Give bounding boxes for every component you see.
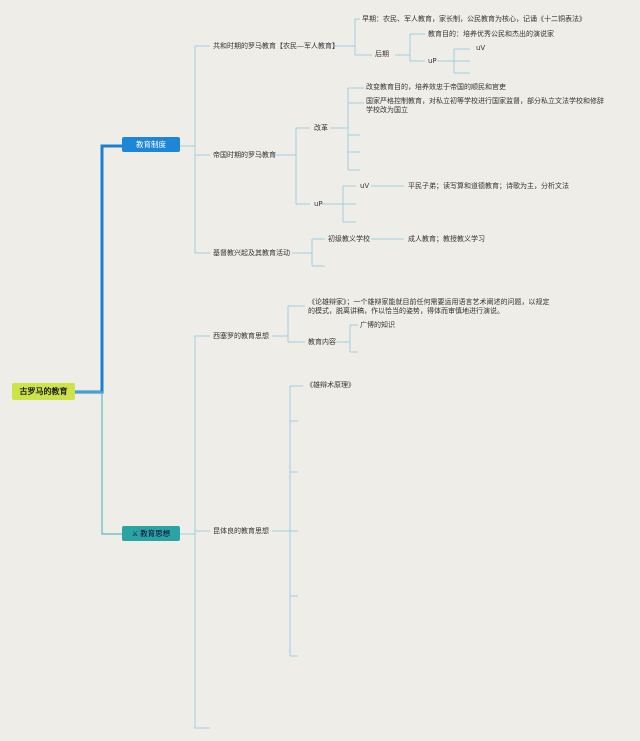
connector-content: [336, 324, 358, 353]
connector-reform: [330, 87, 364, 171]
tools-icon: ⚔: [131, 530, 139, 538]
node-late-up[interactable]: uP: [428, 57, 437, 65]
branch-system[interactable]: 教育制度: [122, 137, 180, 152]
connector-root-system: [75, 144, 122, 394]
node-christian-primary[interactable]: 初级教义学校: [328, 235, 370, 243]
connector-late: [395, 33, 425, 62]
node-late-uv[interactable]: uV: [476, 44, 486, 52]
connector-republic: [333, 18, 372, 56]
node-empire[interactable]: 帝国时期的罗马教育: [213, 151, 276, 159]
node-cicero[interactable]: 西塞罗的教育思想: [213, 332, 269, 340]
branch-thought-label: 教育思想: [140, 529, 171, 538]
branch-system-label: 教育制度: [136, 140, 166, 149]
connector-system-children: [180, 45, 210, 254]
node-republic-early[interactable]: 早期：农民、军人教育，家长制，公民教育为核心，记诵《十二铜表法》: [362, 15, 586, 23]
node-empire-uv[interactable]: uV: [360, 182, 370, 190]
root-node[interactable]: 古罗马的教育: [12, 383, 75, 400]
node-christian[interactable]: 基督教兴起及其教育活动: [213, 249, 290, 257]
node-cicero-book[interactable]: 《论雄辩家》；一个雄辩家能就目前任何需要运用语言艺术阐述的问题，以规定的模式，脱…: [308, 298, 550, 315]
node-cicero-content[interactable]: 教育内容: [308, 338, 336, 346]
connector-quintilian: [272, 385, 303, 657]
connector-thought-children: [180, 335, 210, 729]
node-reform-2[interactable]: 国家严格控制教育，对私立初等学校进行国家监督，部分私立文法学校和修辞学校改为国立: [366, 97, 604, 114]
node-primary-detail[interactable]: 成人教育；教授教义学习: [408, 235, 485, 243]
node-uv-detail[interactable]: 平民子弟；读写算和道德教育；诗歌为主，分析文法: [408, 182, 569, 190]
node-quintilian[interactable]: 昆体良的教育思想: [213, 527, 269, 535]
connector-christian: [292, 238, 325, 267]
connector-empire: [273, 127, 310, 205]
node-late-goal[interactable]: 教育目的：培养优秀公民和杰出的演说家: [428, 30, 554, 38]
node-republic[interactable]: 共和时期的罗马教育【农民—军人教育】: [213, 42, 339, 50]
connector-late-up: [437, 48, 470, 74]
node-quintilian-book[interactable]: 《雄辩术原理》: [306, 381, 355, 389]
connector-empire-up: [322, 185, 356, 223]
node-republic-late[interactable]: 后期: [375, 50, 389, 58]
node-empire-up[interactable]: uP: [314, 200, 323, 208]
node-empire-reform[interactable]: 改革: [314, 124, 328, 132]
connector-root-thought: [75, 391, 122, 535]
node-reform-1[interactable]: 改变教育目的，培养效忠于帝国的顺民和官吏: [366, 83, 506, 91]
node-content-1[interactable]: 广博的知识: [360, 321, 395, 329]
connector-cicero: [272, 305, 305, 343]
branch-thought[interactable]: ⚔教育思想: [122, 526, 180, 541]
